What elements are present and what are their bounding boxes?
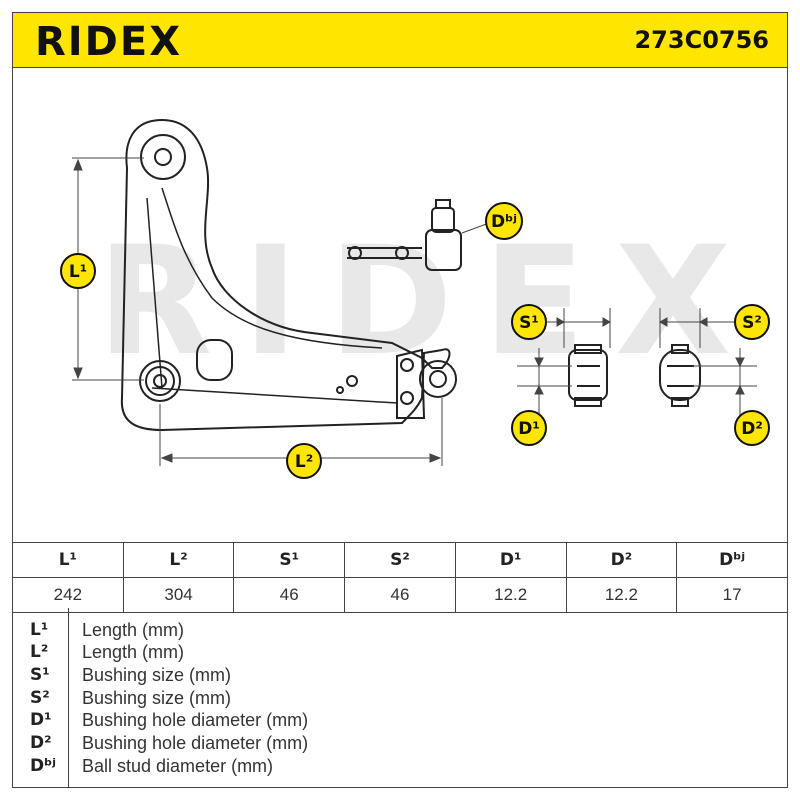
spec-header-cell: D¹ <box>454 542 567 578</box>
spec-header-cell: L² <box>122 542 235 578</box>
bushing-section-2 <box>659 344 701 407</box>
part-number: 273C0756 <box>634 26 769 54</box>
legend-item: L¹ Length (mm) <box>12 620 788 642</box>
legend-symbol: D¹ <box>30 710 52 730</box>
legend: L¹ Length (mm) L² Length (mm) S¹ Bushing… <box>12 608 788 788</box>
legend-item: Dᵇʲ Ball stud diameter (mm) <box>12 756 788 778</box>
spec-value-row: 242 304 46 46 12.2 12.2 17 <box>12 577 788 613</box>
legend-symbol: L¹ <box>30 620 49 640</box>
legend-item: S¹ Bushing size (mm) <box>12 665 788 687</box>
badge-d2: D² <box>734 410 770 446</box>
badge-dbj: Dᵇʲ <box>485 202 523 240</box>
svg-text:Dᵇʲ: Dᵇʲ <box>491 212 517 232</box>
legend-description: Length (mm) <box>82 642 185 662</box>
legend-description: Bushing hole diameter (mm) <box>82 733 309 753</box>
svg-text:S²: S² <box>742 313 762 333</box>
spec-header-cell: S¹ <box>233 542 346 578</box>
ball-joint-end <box>336 358 457 405</box>
legend-divider <box>68 608 69 788</box>
spec-value-cell: 46 <box>344 577 456 613</box>
legend-symbol: D² <box>30 733 52 753</box>
rear-bushing <box>139 360 181 402</box>
technical-drawing: RIDEX <box>60 118 770 479</box>
badge-s1: S¹ <box>511 304 547 340</box>
watermark: RIDEX <box>97 215 761 389</box>
legend-symbol: L² <box>30 642 49 662</box>
bushing-section-1 <box>568 344 608 407</box>
brand-logo: RIDEX <box>35 19 183 65</box>
header-bar: RIDEX 273C0756 <box>12 12 788 68</box>
badge-l1: L¹ <box>60 253 96 289</box>
legend-item: D² Bushing hole diameter (mm) <box>12 733 788 755</box>
spec-header-cell: D² <box>565 542 678 578</box>
spec-value-cell: 17 <box>676 577 788 613</box>
svg-text:L²: L² <box>295 452 313 472</box>
badge-d1: D¹ <box>511 410 547 446</box>
legend-item: D¹ Bushing hole diameter (mm) <box>12 710 788 732</box>
legend-description: Length (mm) <box>82 620 185 640</box>
badge-l2: L² <box>286 443 322 479</box>
svg-text:D²: D² <box>741 419 763 439</box>
control-arm <box>120 118 451 432</box>
legend-item: S² Bushing size (mm) <box>12 688 788 710</box>
spec-value-cell: 46 <box>233 577 346 613</box>
legend-description: Ball stud diameter (mm) <box>82 756 274 776</box>
legend-description: Bushing hole diameter (mm) <box>82 710 309 730</box>
legend-item: L² Length (mm) <box>12 642 788 664</box>
badge-s2: S² <box>734 304 770 340</box>
legend-symbol: S² <box>30 688 50 708</box>
svg-text:L¹: L¹ <box>69 262 87 282</box>
legend-symbol: Dᵇʲ <box>30 756 56 776</box>
spec-header-cell: S² <box>344 542 456 578</box>
legend-symbol: S¹ <box>30 665 50 685</box>
ball-stud <box>347 199 462 271</box>
spec-table: L¹ L² S¹ S² D¹ D² Dᵇʲ 242 304 46 46 12.2… <box>12 542 788 613</box>
legend-description: Bushing size (mm) <box>82 665 232 685</box>
spec-value-cell: 304 <box>122 577 235 613</box>
top-bushing <box>140 134 186 180</box>
spec-value-cell: 242 <box>12 577 124 613</box>
spec-header-cell: Dᵇʲ <box>676 542 788 578</box>
spec-value-cell: 12.2 <box>454 577 567 613</box>
svg-text:S¹: S¹ <box>519 313 539 333</box>
spec-header-row: L¹ L² S¹ S² D¹ D² Dᵇʲ <box>12 542 788 578</box>
legend-description: Bushing size (mm) <box>82 688 232 708</box>
spec-header-cell: L¹ <box>12 542 124 578</box>
spec-value-cell: 12.2 <box>565 577 678 613</box>
svg-text:D¹: D¹ <box>518 419 540 439</box>
